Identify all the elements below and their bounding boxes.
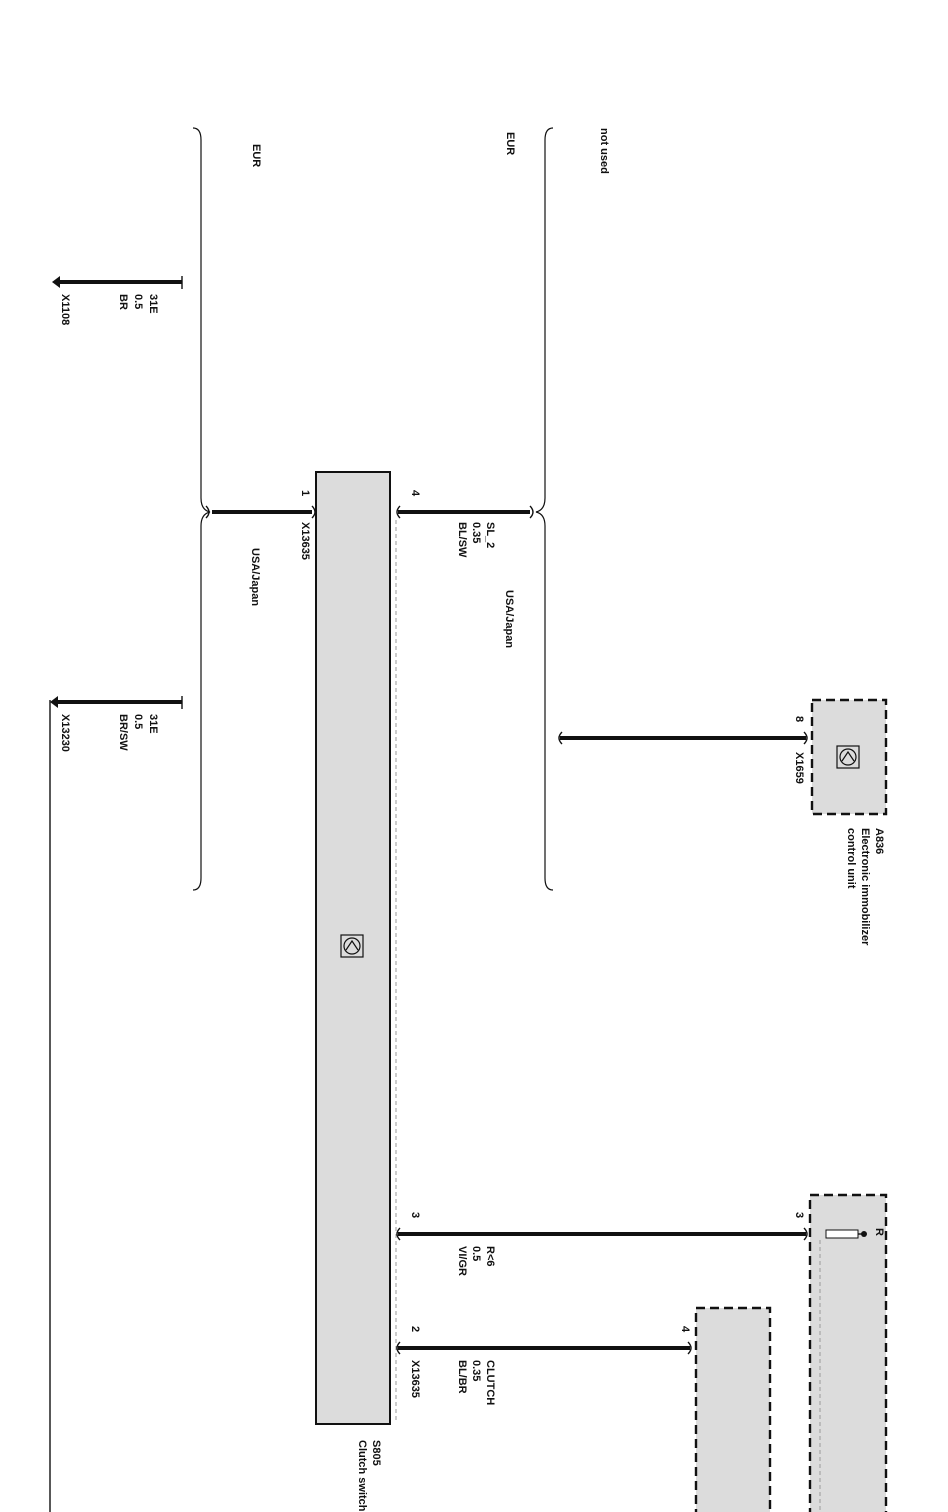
r6-color: VI/GR: [456, 1246, 468, 1276]
ground1-color: BR: [117, 294, 129, 310]
pin1-number: 1: [299, 490, 311, 496]
ground1-circuit: 31E: [147, 294, 159, 314]
right-eur-label: EUR: [504, 132, 516, 155]
sl2-color: BL/SW: [456, 522, 468, 558]
left-connector-label: X13635: [299, 522, 311, 560]
fuse-icon: [825, 1229, 867, 1239]
bottom-right-marker: R: [873, 1228, 885, 1236]
usa-japan-right-label: USA/Japan: [503, 590, 515, 648]
immobilizer-pin: 8: [793, 716, 805, 722]
clutch-switch-id: S805: [370, 1440, 382, 1466]
immobilizer-line1: Electronic immobilizer: [859, 828, 871, 946]
ground2-color: BR/SW: [117, 714, 129, 751]
bottom-mid-pin: 4: [679, 1326, 691, 1333]
sl2-size: 0.35: [470, 522, 482, 543]
immobilizer-line2: control unit: [845, 828, 857, 889]
immobilizer-connector: X1659: [793, 752, 805, 784]
sl2-signal: SL_2: [484, 522, 496, 548]
hall-sensor-icon: [836, 745, 860, 769]
bottom-right-pin: 3: [793, 1212, 805, 1218]
ground1-connector: X1108: [59, 294, 71, 325]
immobilizer-id: A836: [873, 828, 885, 854]
usa-japan-left-label: USA/Japan: [249, 548, 261, 606]
bottom-right-unit: [808, 1193, 888, 1512]
clutch-color: BL/BR: [456, 1360, 468, 1394]
immobilizer-unit: [810, 698, 888, 816]
left-region-brace: [192, 127, 211, 891]
clutch-size: 0.35: [470, 1360, 482, 1381]
ground2-connector: X13230: [59, 714, 71, 752]
ground2-size: 0.5: [132, 714, 144, 729]
r6-size: 0.5: [470, 1246, 482, 1261]
left-eur-label: EUR: [250, 144, 262, 167]
pin3-number: 3: [409, 1212, 421, 1218]
ground2-circuit: 31E: [147, 714, 159, 734]
clutch-signal: CLUTCH: [484, 1360, 496, 1405]
hall-sensor-icon: [340, 934, 364, 958]
bottom-mid-unit: [694, 1306, 772, 1512]
right-connector-label: X13635: [409, 1360, 421, 1398]
pin4-number: 4: [409, 490, 421, 497]
pin2-number: 2: [409, 1326, 421, 1332]
clutch-switch-name: Clutch switch: [356, 1440, 368, 1512]
right-region-brace: [535, 127, 554, 891]
ground-arrow-icon: [52, 276, 60, 288]
ground1-size: 0.5: [132, 294, 144, 309]
not-used-label: not used: [598, 128, 610, 174]
r6-signal: R<6: [484, 1246, 496, 1267]
ground-arrow-icon: [50, 696, 58, 708]
clutch-switch-body: [315, 471, 391, 1425]
